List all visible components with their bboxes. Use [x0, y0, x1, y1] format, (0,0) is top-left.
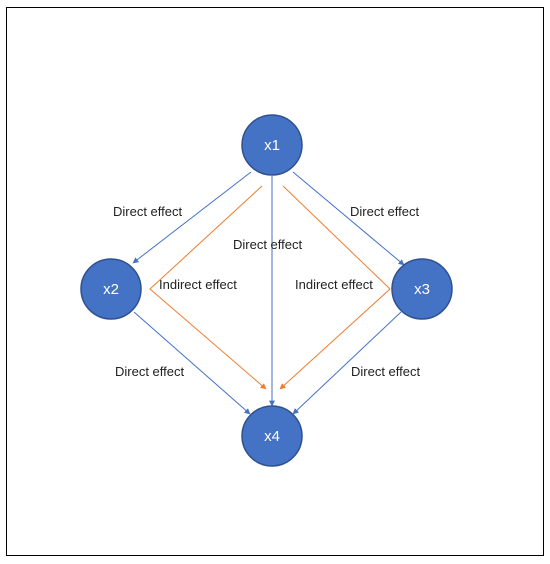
label-direct-x1-x2: Direct effect: [113, 204, 183, 219]
label-direct-x1-x4: Direct effect: [233, 237, 303, 252]
node-x1-circle: [241, 114, 303, 176]
edge-x1-x3: [292, 171, 405, 266]
node-x2-label: x2: [103, 281, 119, 298]
edge-indirect-via-x2: [149, 185, 267, 390]
node-x1-label: x1: [264, 137, 280, 154]
node-x3: x3: [391, 258, 453, 320]
node-x4-label: x4: [264, 428, 280, 445]
label-direct-x2-x4: Direct effect: [115, 364, 185, 379]
label-direct-x1-x3: Direct effect: [350, 204, 420, 219]
label-indirect-via-x2: Indirect effect: [159, 277, 237, 292]
node-x3-circle: [391, 258, 453, 320]
node-x2: x2: [80, 258, 142, 320]
node-x2-circle: [80, 258, 142, 320]
edge-x2-x4: [133, 311, 251, 415]
node-x4: x4: [241, 405, 303, 467]
node-x3-label: x3: [414, 281, 430, 298]
edge-x1-x2: [132, 171, 252, 264]
node-x4-circle: [241, 405, 303, 467]
edge-x3-x4: [292, 311, 402, 415]
node-x1: x1: [241, 114, 303, 176]
label-indirect-via-x3: Indirect effect: [295, 277, 373, 292]
label-direct-x3-x4: Direct effect: [351, 364, 421, 379]
edge-indirect-via-x3: [279, 185, 391, 390]
